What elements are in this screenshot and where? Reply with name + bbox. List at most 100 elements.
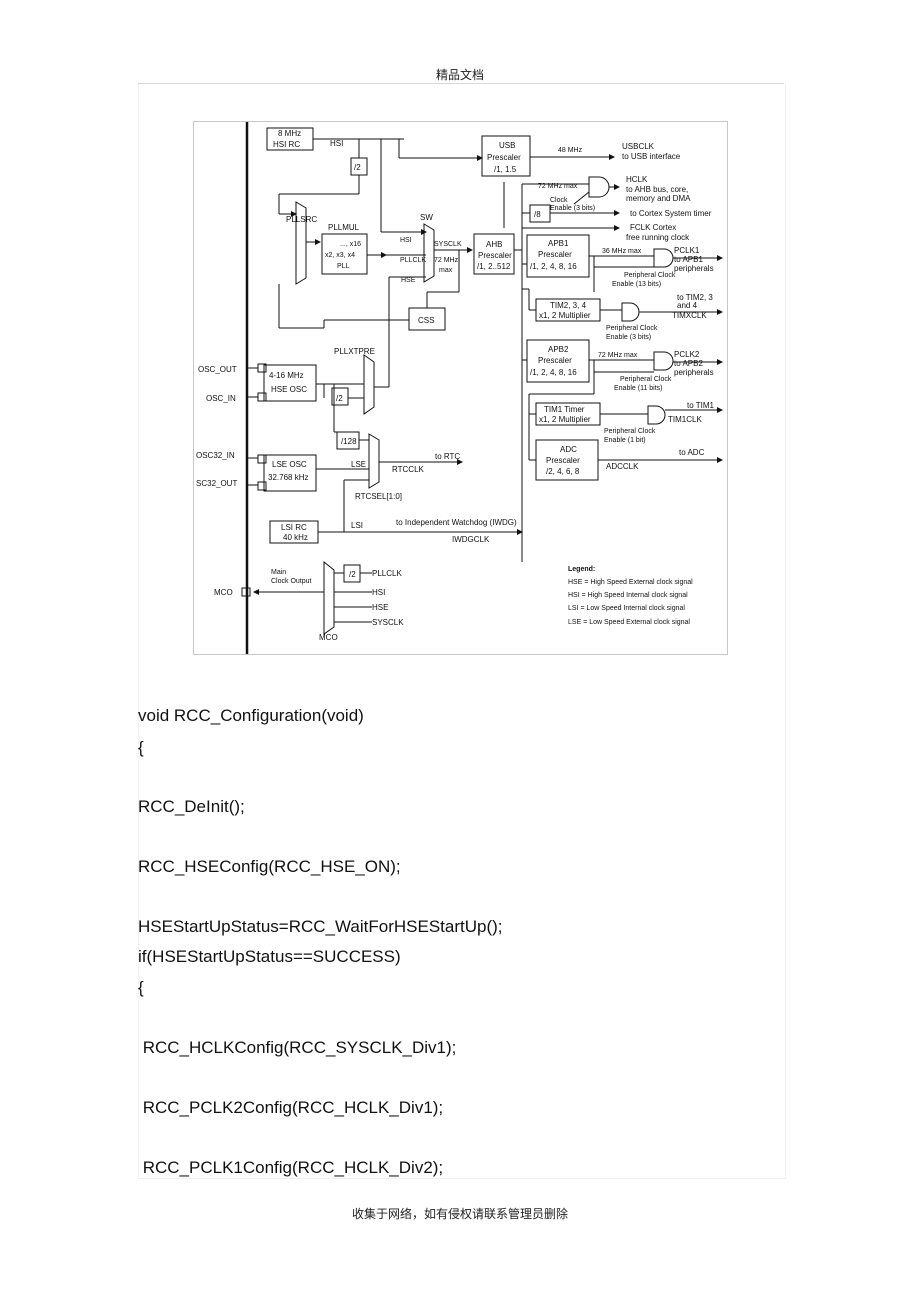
to-tim234-1: to TIM2, 3	[677, 293, 713, 302]
pll-box-1: ..., x16	[340, 241, 361, 248]
apb2-prescaler-2: Prescaler	[538, 356, 572, 365]
hclk-3: memory and DMA	[626, 194, 691, 203]
div128-label: /128	[341, 437, 357, 446]
to-tim1-2: TIM1CLK	[668, 415, 702, 424]
code-line: RCC_PCLK2Config(RCC_HCLK_Div1);	[138, 1098, 444, 1117]
pclk2-enable-2: Enable (11 bits)	[614, 385, 663, 392]
pclk2-2: to APB2	[674, 359, 703, 368]
code-line: RCC_HSEConfig(RCC_HSE_ON);	[138, 857, 401, 876]
mco-input-sysclk: SYSCLK	[372, 618, 404, 627]
tim1-enable-2: Enable (1 bit)	[604, 437, 646, 444]
usb-prescaler-2: Prescaler	[487, 153, 521, 162]
hclk-1: HCLK	[626, 175, 648, 184]
apb1-max: 36 MHz max	[602, 248, 642, 255]
tim1-2: x1, 2 Multiplier	[539, 415, 591, 424]
sw-label: SW	[420, 213, 433, 222]
apb2-prescaler-1: APB2	[548, 345, 569, 354]
sw-pllclk-label: PLLCLK	[400, 257, 426, 264]
sysclk-max-2: max	[439, 267, 453, 274]
ahb-prescaler-1: AHB	[486, 240, 502, 249]
to-tim234-3: TIMXCLK	[672, 311, 707, 320]
mco-input-hsi: HSI	[372, 588, 385, 597]
iwdg-1: to Independent Watchdog (IWDG)	[396, 518, 517, 527]
legend-item-hse: HSE = High Speed External clock signal	[568, 579, 693, 586]
lsi-rc-2: 40 kHz	[283, 533, 308, 542]
pclk1-3: peripherals	[674, 264, 714, 273]
pclk2-3: peripherals	[674, 368, 714, 377]
osc32-in-label: OSC32_IN	[196, 451, 235, 460]
apb2-max: 72 MHz max	[598, 352, 638, 359]
pclk1-2: to APB1	[674, 255, 703, 264]
tim1-enable-1: Peripheral Clock	[604, 428, 656, 435]
diagram-labels: 8 MHz HSI RC HSI /2 USB Prescaler /1, 1.…	[196, 129, 715, 642]
lsi-rc-1: LSI RC	[281, 523, 307, 532]
mco-mux-label: MCO	[319, 633, 338, 642]
apb1-prescaler-3: /1, 2, 4, 8, 16	[530, 262, 577, 271]
tim234-enable-2: Enable (3 bits)	[606, 334, 651, 341]
hsi-rc-label-2: HSI RC	[273, 140, 300, 149]
code-line: if(HSEStartUpStatus==SUCCESS)	[138, 947, 401, 966]
clock-tree-diagram: 8 MHz HSI RC HSI /2 USB Prescaler /1, 1.…	[193, 121, 728, 655]
sysclk-label: SYSCLK	[434, 241, 462, 248]
code-line: RCC_HCLKConfig(RCC_SYSCLK_Div1);	[138, 1038, 457, 1057]
legend-title: Legend:	[568, 566, 595, 573]
code-line: HSEStartUpStatus=RCC_WaitForHSEStartUp()…	[138, 917, 503, 936]
osc-out-label: OSC_OUT	[198, 365, 237, 374]
div8-label: /8	[534, 210, 541, 219]
adc-prescaler-3: /2, 4, 6, 8	[546, 467, 580, 476]
pll-box-2: x2, x3, x4	[325, 252, 355, 259]
usbclk-2: to USB interface	[622, 152, 681, 161]
lsi-label: LSI	[351, 521, 363, 530]
pclk1-1: PCLK1	[674, 246, 700, 255]
to-rtc-label: to RTC	[435, 452, 460, 461]
pclk1-enable-2: Enable (13 bits)	[612, 281, 661, 288]
osc-in-label: OSC_IN	[206, 394, 236, 403]
sw-hsi-label: HSI	[400, 237, 412, 244]
sw-hse-label: HSE	[401, 277, 416, 284]
hse-osc-2: HSE OSC	[271, 385, 307, 394]
pll-box-3: PLL	[337, 263, 350, 270]
code-line: {	[138, 978, 144, 997]
mco-pin-label: MCO	[214, 588, 233, 597]
ahb-prescaler-3: /1, 2..512	[477, 262, 511, 271]
apb1-prescaler-2: Prescaler	[538, 250, 572, 259]
tim234-enable-1: Peripheral Clock	[606, 325, 658, 332]
pclk2-1: PCLK2	[674, 350, 700, 359]
usb-prescaler-1: USB	[499, 141, 515, 150]
pclk1-enable-1: Peripheral Clock	[624, 272, 676, 279]
div2-pllxtpre: /2	[336, 394, 343, 403]
pllsrc-label: PLLSRC	[286, 215, 317, 224]
to-tim234-2: and 4	[677, 301, 698, 310]
clock-enable-2: Enable (3 bits)	[550, 205, 595, 212]
hse-osc-1: 4-16 MHz	[269, 371, 304, 380]
adc-prescaler-1: ADC	[560, 445, 577, 454]
hclk-max: 72 MHz max	[538, 183, 578, 190]
legend-item-hsi: HSI = High Speed Internal clock signal	[568, 592, 688, 599]
legend-item-lse: LSE = Low Speed External clock signal	[568, 619, 690, 626]
code-line: void RCC_Configuration(void)	[138, 706, 364, 725]
usb-prescaler-3: /1, 1.5	[494, 165, 517, 174]
clock-tree-svg: 8 MHz HSI RC HSI /2 USB Prescaler /1, 1.…	[196, 122, 723, 654]
apb1-prescaler-1: APB1	[548, 239, 569, 248]
sysclk-max-1: 72 MHz	[434, 257, 459, 264]
page-body	[138, 84, 786, 1179]
css-label: CSS	[418, 316, 434, 325]
usbclk-1: USBCLK	[622, 142, 655, 151]
page-footer: 收集于网络，如有侵权请联系管理员删除	[351, 1207, 568, 1221]
div2-label: /2	[354, 163, 361, 172]
apb2-prescaler-3: /1, 2, 4, 8, 16	[530, 368, 577, 377]
div2-mco: /2	[349, 570, 356, 579]
header-divider	[138, 83, 784, 84]
pllmul-label: PLLMUL	[328, 223, 360, 232]
osc32-out-label: SC32_OUT	[196, 479, 237, 488]
code-line: RCC_PCLK1Config(RCC_HCLK_Div2);	[138, 1158, 444, 1177]
pllxtpre-label: PLLXTPRE	[334, 347, 375, 356]
hsi-rc-label-1: 8 MHz	[278, 129, 301, 138]
adc-prescaler-2: Prescaler	[546, 456, 580, 465]
iwdg-2: IWDGCLK	[452, 535, 490, 544]
tim234-1: TIM2, 3, 4	[550, 301, 587, 310]
clock-enable-1: Clock	[550, 197, 568, 204]
fclk-1: FCLK Cortex	[630, 223, 676, 232]
legend-item-lsi: LSI = Low Speed Internal clock signal	[568, 605, 685, 612]
mco-label-1: Main	[271, 569, 286, 576]
